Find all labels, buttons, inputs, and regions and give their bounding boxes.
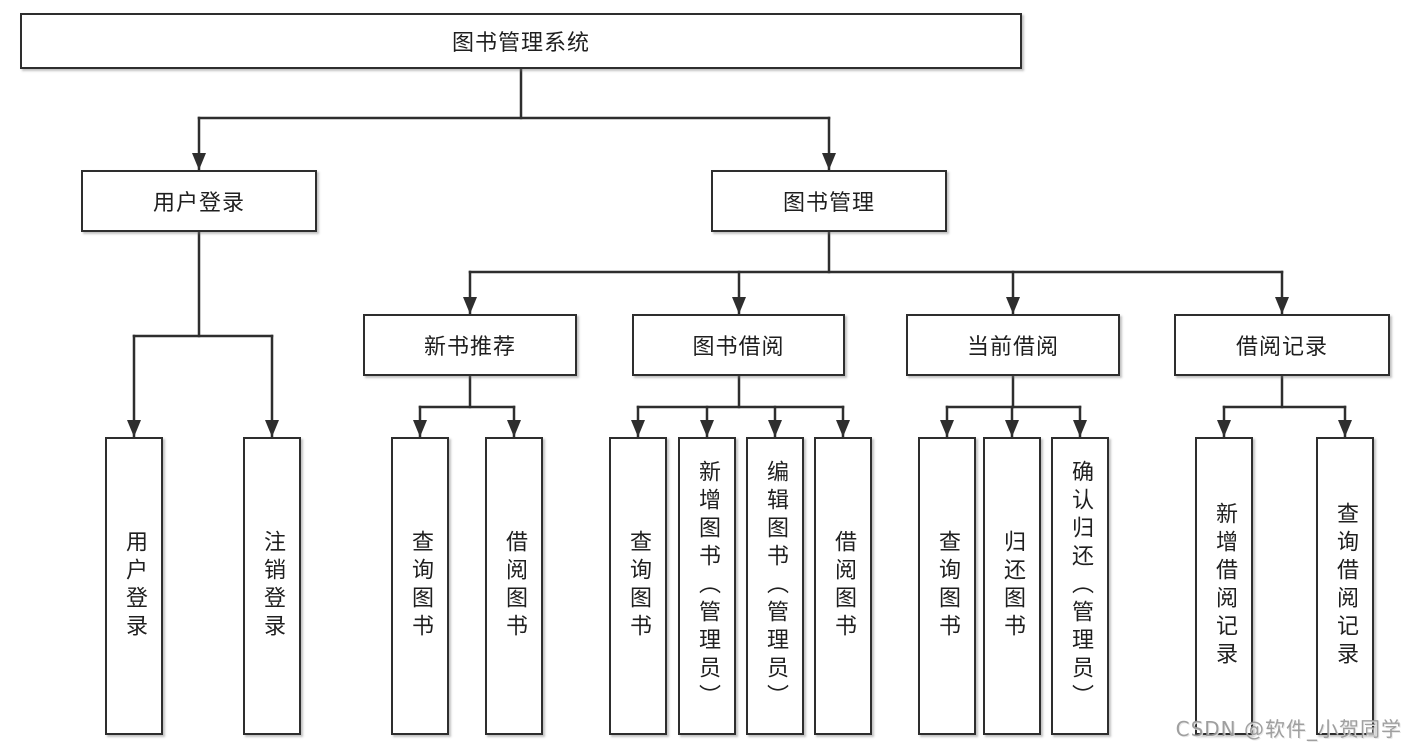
leaf-add-borrow-record-label: 新增借阅记录 [1212,502,1237,670]
leaf-add-book-admin: 新增图书（管理员） [678,437,736,735]
leaf-logout: 注销登录 [243,437,301,735]
node-new-book-recommendation: 新书推荐 [363,314,577,376]
watermark: CSDN @软件_小贺同学 [1175,717,1402,741]
leaf-edit-book-admin: 编辑图书（管理员） [746,437,804,735]
leaf-query-books-2-label: 查询图书 [626,530,651,642]
leaf-add-book-admin-label: 新增图书（管理员） [695,460,720,712]
leaf-user-login-label: 用户登录 [122,530,147,642]
leaf-query-books-3-label: 查询图书 [935,530,960,642]
node-library-management-system: 图书管理系统 [20,13,1022,69]
leaf-borrow-books-2: 借阅图书 [814,437,872,735]
leaf-borrow-books-2-label: 借阅图书 [831,530,856,642]
leaf-query-books-2: 查询图书 [609,437,667,735]
leaf-user-login: 用户登录 [105,437,163,735]
node-borrowing-records: 借阅记录 [1174,314,1390,376]
leaf-borrow-books-1: 借阅图书 [485,437,543,735]
leaf-query-books-1: 查询图书 [391,437,449,735]
leaf-query-borrow-record-label: 查询借阅记录 [1333,502,1358,670]
leaf-confirm-return-admin: 确认归还（管理员） [1051,437,1109,735]
leaf-borrow-books-1-label: 借阅图书 [502,530,527,642]
node-book-borrowing: 图书借阅 [632,314,845,376]
node-book-management: 图书管理 [711,170,947,232]
leaf-query-borrow-record: 查询借阅记录 [1316,437,1374,735]
leaf-edit-book-admin-label: 编辑图书（管理员） [763,460,788,712]
leaf-add-borrow-record: 新增借阅记录 [1195,437,1253,735]
node-current-borrowing: 当前借阅 [906,314,1120,376]
leaf-return-book-label: 归还图书 [1000,530,1025,642]
leaf-query-books-3: 查询图书 [918,437,976,735]
leaf-confirm-return-admin-label: 确认归还（管理员） [1068,460,1093,712]
leaf-query-books-1-label: 查询图书 [408,530,433,642]
node-user-login: 用户登录 [81,170,317,232]
leaf-logout-label: 注销登录 [260,530,285,642]
leaf-return-book: 归还图书 [983,437,1041,735]
